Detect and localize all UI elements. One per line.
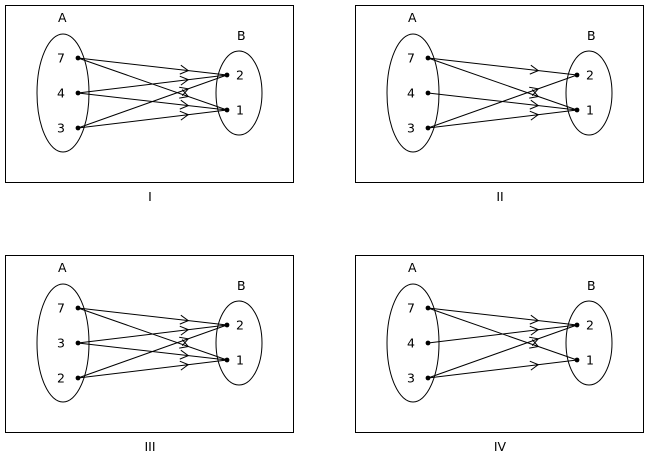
mapping-arrow [427,57,578,111]
set-a-element: 7 [407,51,415,66]
panel-frame [355,5,644,183]
set-a-label: A [58,260,67,275]
set-b-point [224,72,230,78]
set-a-element: 7 [407,301,415,316]
panel-caption: III [144,439,155,454]
mapping-arrow [77,359,228,379]
set-b-element: 1 [236,353,244,368]
mapping-arrow [77,74,228,129]
relation-panel-4: A B 7 4 3 2 1IV [355,255,644,454]
set-a-point [75,125,81,131]
set-a-element: 4 [407,336,415,351]
mapping-arrow [427,109,578,129]
set-b-point [224,322,230,328]
mapping-arrow [427,307,578,326]
set-a-element: 7 [57,51,65,66]
panel-caption: II [496,189,503,204]
set-b-element: 1 [236,103,244,118]
mapping-arrow [427,324,578,379]
set-b-oval [565,50,613,136]
set-a-point [425,375,431,381]
set-a-oval [36,283,90,403]
mapping-arrow [427,74,578,129]
set-b-point [574,322,580,328]
set-b-label: B [237,278,246,293]
set-b-element: 2 [236,68,244,83]
mapping-arrow [77,324,228,379]
relation-panel-2: A B 7 4 3 2 1II [355,5,644,204]
set-a-oval [386,283,440,403]
mapping-arrow [427,324,578,344]
set-a-point [75,305,81,311]
set-a-element: 3 [57,121,65,136]
set-b-point [574,107,580,113]
set-b-oval [215,300,263,386]
set-b-label: B [237,28,246,43]
set-a-point [425,55,431,61]
mapping-arrow [77,57,228,76]
set-b-label: B [587,28,596,43]
relation-panel-1: A B 7 4 3 2 1I [5,5,294,204]
set-b-element: 2 [586,68,594,83]
mapping-arrow [427,57,578,76]
set-b-point [574,357,580,363]
set-a-element: 3 [407,121,415,136]
set-b-element: 2 [586,318,594,333]
mapping-arrow [427,359,578,379]
set-a-element: 4 [407,86,415,101]
set-b-point [224,357,230,363]
set-b-label: B [587,278,596,293]
set-a-element: 4 [57,86,65,101]
panel-frame [355,255,644,433]
mapping-arrow [77,307,228,326]
set-b-oval [565,300,613,386]
panel-frame [5,255,294,433]
set-a-point [425,340,431,346]
set-a-point [75,375,81,381]
mapping-arrow [77,324,228,344]
panel-caption: I [148,189,152,204]
set-b-element: 1 [586,103,594,118]
set-a-point [75,340,81,346]
set-b-oval [215,50,263,136]
set-b-element: 2 [236,318,244,333]
set-a-point [75,55,81,61]
set-a-element: 2 [57,371,65,386]
set-a-label: A [58,10,67,25]
mapping-arrow [77,74,228,94]
set-a-oval [36,33,90,153]
set-a-point [425,90,431,96]
set-a-element: 7 [57,301,65,316]
set-a-oval [386,33,440,153]
panel-caption: IV [494,439,507,454]
set-a-element: 3 [57,336,65,351]
set-a-element: 3 [407,371,415,386]
set-a-point [425,125,431,131]
panel-frame [5,5,294,183]
set-a-point [425,305,431,311]
set-b-point [224,107,230,113]
set-a-label: A [408,10,417,25]
mapping-arrow [77,109,228,129]
set-a-point [75,90,81,96]
set-b-point [574,72,580,78]
set-b-element: 1 [586,353,594,368]
set-a-label: A [408,260,417,275]
